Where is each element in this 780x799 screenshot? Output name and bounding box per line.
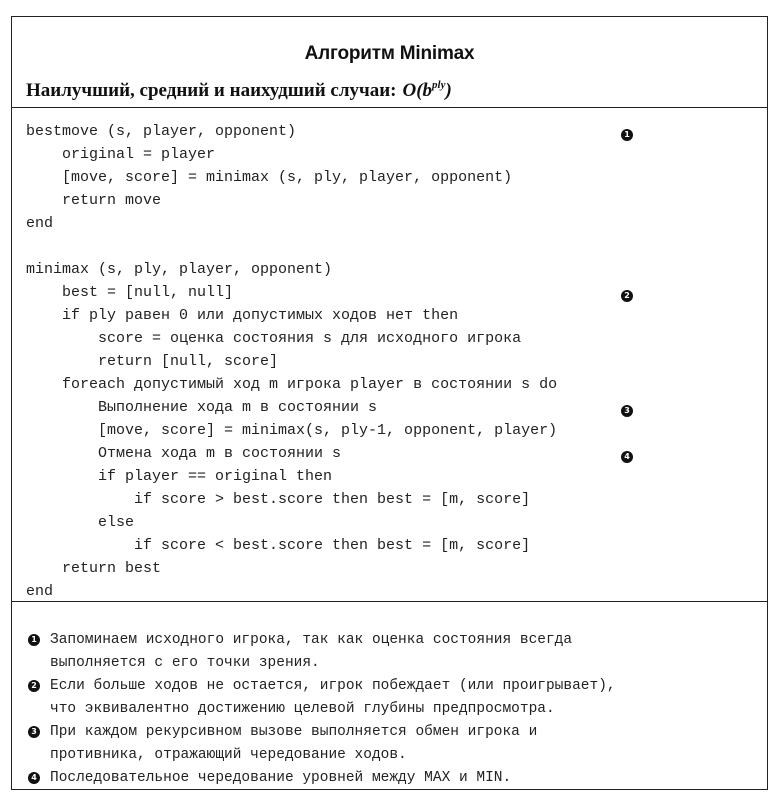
footnote: 1 Запоминаем исходного игрока, так как о… [26,629,616,675]
code-line: if score < best.score then best = [m, sc… [26,537,531,554]
code-line: end [26,215,54,232]
complexity-formula: O(bply) [402,79,452,101]
code-line: minimax (s, ply, player, opponent) [26,261,333,278]
footnotes: 1 Запоминаем исходного игрока, так как о… [26,629,616,790]
code-line [26,235,557,258]
complexity-label: Наилучший, средний и наихудший случаи: [26,80,397,101]
callout-marker-2: 2 [621,290,633,302]
pseudocode-block: bestmove (s, player, opponent) original … [26,120,557,603]
notes-divider [12,601,767,602]
code-line: if player == original then [26,468,333,485]
code-line: [move, score] = minimax(s, ply-1, oppone… [26,422,558,439]
footnote: 3 При каждом рекурсивном вызове выполняе… [26,721,616,767]
code-line: score = оценка состояния s для исходного… [26,330,522,347]
code-line: return best [26,560,162,577]
footnote: 2 Если больше ходов не остается, игрок п… [26,675,616,721]
code-line: end [26,583,54,600]
callout-marker-1: 1 [621,129,633,141]
code-line: return move [26,192,162,209]
footnote-marker: 3 [28,726,40,738]
callout-marker-4: 4 [621,451,633,463]
code-line: else [26,514,135,531]
footnote: 4 Последовательное чередование уровней м… [26,767,616,790]
code-line: if ply равен 0 или допустимых ходов нет … [26,307,459,324]
complexity-line: Наилучший, средний и наихудший случаи:O(… [26,79,452,102]
code-line: [move, score] = minimax (s, ply, player,… [26,169,513,186]
code-line: return [null, score] [26,353,279,370]
footnote-marker: 2 [28,680,40,692]
footnote-marker: 1 [28,634,40,646]
algorithm-box: Алгоритм Minimax Наилучший, средний и на… [11,16,768,790]
code-line: Выполнение хода m в состоянии s [26,399,378,416]
footnote-marker: 4 [28,772,40,784]
callout-marker-3: 3 [621,405,633,417]
algorithm-title: Алгоритм Minimax [304,43,475,64]
code-line: bestmove (s, player, opponent) [26,123,297,140]
code-line: foreach допустимый ход m игрока player в… [26,376,558,393]
code-line: original = player [26,146,216,163]
code-line: best = [null, null] [26,284,234,301]
code-line: Отмена хода m в состоянии s [26,445,342,462]
code-line: if score > best.score then best = [m, sc… [26,491,531,508]
header-divider [12,107,767,108]
